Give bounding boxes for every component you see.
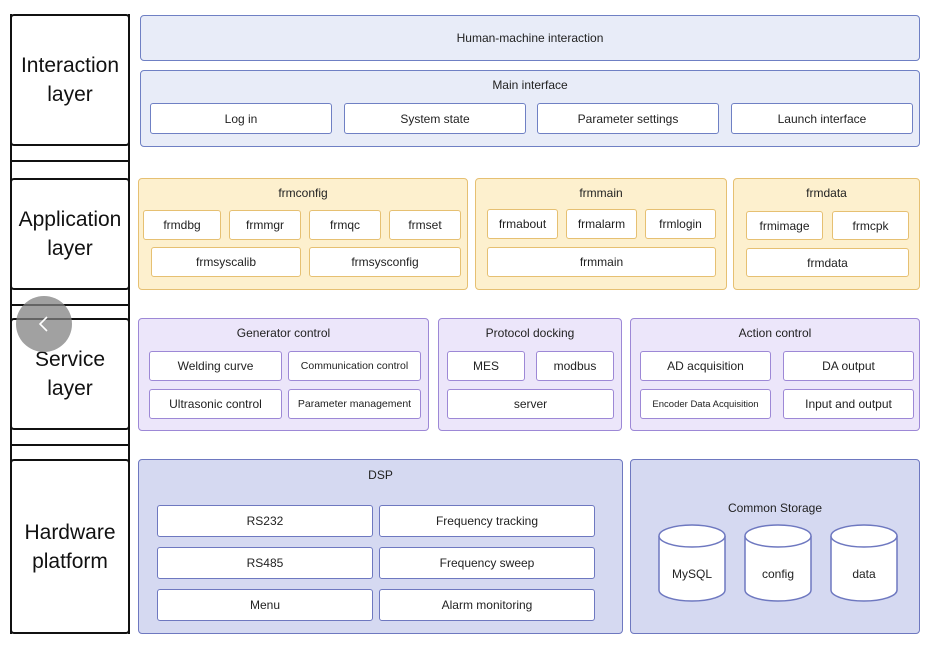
database-icon: [744, 524, 812, 602]
frmset-box: frmset: [389, 210, 461, 240]
frmalarm-box: frmalarm: [566, 209, 637, 239]
main-interface-title: Main interface: [492, 78, 568, 92]
layer-divider: [10, 304, 130, 306]
layer-divider: [10, 444, 130, 446]
action-control-panel: Action control AD acquisition DA output …: [630, 318, 920, 431]
frequency-tracking-box: Frequency tracking: [379, 505, 595, 537]
layer-divider: [10, 160, 130, 162]
system-state-box: System state: [344, 103, 526, 134]
hmi-panel: Human-machine interaction: [140, 15, 920, 61]
interaction-layer-label: Interaction layer: [20, 54, 120, 106]
menu-box: Menu: [157, 589, 373, 621]
frmcpk-box: frmcpk: [832, 211, 909, 240]
server-box: server: [447, 389, 614, 419]
dsp-title: DSP: [368, 468, 393, 482]
main-interface-panel: Main interface Log in System state Param…: [140, 70, 920, 147]
application-layer-label: Application layer: [18, 208, 122, 260]
welding-curve-box: Welding curve: [149, 351, 282, 381]
mysql-label: MySQL: [671, 567, 712, 581]
frmconfig-panel: frmconfig frmdbg frmmgr frmqc frmset frm…: [138, 178, 468, 290]
frmmain-panel: frmmain frmabout frmalarm frmlogin frmma…: [475, 178, 727, 290]
log-in-box: Log in: [150, 103, 332, 134]
common-storage-panel: Common Storage MySQL config data: [630, 459, 920, 634]
frmmain-title: frmmain: [579, 186, 623, 200]
application-layer-label-box: Application layer: [10, 178, 130, 290]
mes-box: MES: [447, 351, 525, 381]
mysql-database: MySQL: [658, 524, 726, 602]
frmqc-box: frmqc: [309, 210, 381, 240]
frmdbg-box: frmdbg: [143, 210, 221, 240]
protocol-docking-panel: Protocol docking MES modbus server: [438, 318, 622, 431]
interaction-layer-label-box: Interaction layer: [10, 14, 130, 146]
rs485-box: RS485: [157, 547, 373, 579]
database-icon: [658, 524, 726, 602]
frmimage-box: frmimage: [746, 211, 823, 240]
hmi-label: Human-machine interaction: [456, 31, 604, 45]
frmdata-title: frmdata: [806, 186, 847, 200]
config-label: config: [761, 567, 795, 581]
modbus-box: modbus: [536, 351, 614, 381]
frmsysconfig-box: frmsysconfig: [309, 247, 461, 277]
encoder-data-acquisition-box: Encoder Data Acquisition: [640, 389, 771, 419]
da-output-box: DA output: [783, 351, 914, 381]
frmdata-panel: frmdata frmimage frmcpk frmdata: [733, 178, 920, 290]
back-button[interactable]: [16, 296, 72, 352]
generator-control-title: Generator control: [236, 326, 331, 340]
hardware-layer-label: Hardware platform: [24, 520, 116, 573]
launch-interface-box: Launch interface: [731, 103, 913, 134]
frequency-sweep-box: Frequency sweep: [379, 547, 595, 579]
parameter-settings-box: Parameter settings: [537, 103, 719, 134]
frmlogin-box: frmlogin: [645, 209, 716, 239]
parameter-management-box: Parameter management: [288, 389, 421, 419]
alarm-monitoring-box: Alarm monitoring: [379, 589, 595, 621]
rs232-box: RS232: [157, 505, 373, 537]
frmsyscalib-box: frmsyscalib: [151, 247, 301, 277]
service-layer-label: Service layer: [34, 348, 106, 400]
frmabout-box: frmabout: [487, 209, 558, 239]
data-database: data: [830, 524, 898, 602]
input-and-output-box: Input and output: [783, 389, 914, 419]
config-database: config: [744, 524, 812, 602]
chevron-left-icon: [38, 316, 48, 332]
database-icon: [830, 524, 898, 602]
data-label: data: [852, 567, 876, 581]
frmmain-box: frmmain: [487, 247, 716, 277]
ultrasonic-control-box: Ultrasonic control: [149, 389, 282, 419]
dsp-panel: DSP RS232 Frequency tracking RS485 Frequ…: [138, 459, 623, 634]
common-storage-title: Common Storage: [727, 501, 823, 515]
action-control-title: Action control: [738, 326, 812, 340]
protocol-docking-title: Protocol docking: [485, 326, 575, 340]
communication-control-box: Communication control: [288, 351, 421, 381]
frmdata-box: frmdata: [746, 248, 909, 277]
frmconfig-title: frmconfig: [278, 186, 328, 200]
frmmgr-box: frmmgr: [229, 210, 301, 240]
ad-acquisition-box: AD acquisition: [640, 351, 771, 381]
hardware-layer-label-box: Hardware platform: [10, 459, 130, 634]
generator-control-panel: Generator control Welding curve Communic…: [138, 318, 429, 431]
